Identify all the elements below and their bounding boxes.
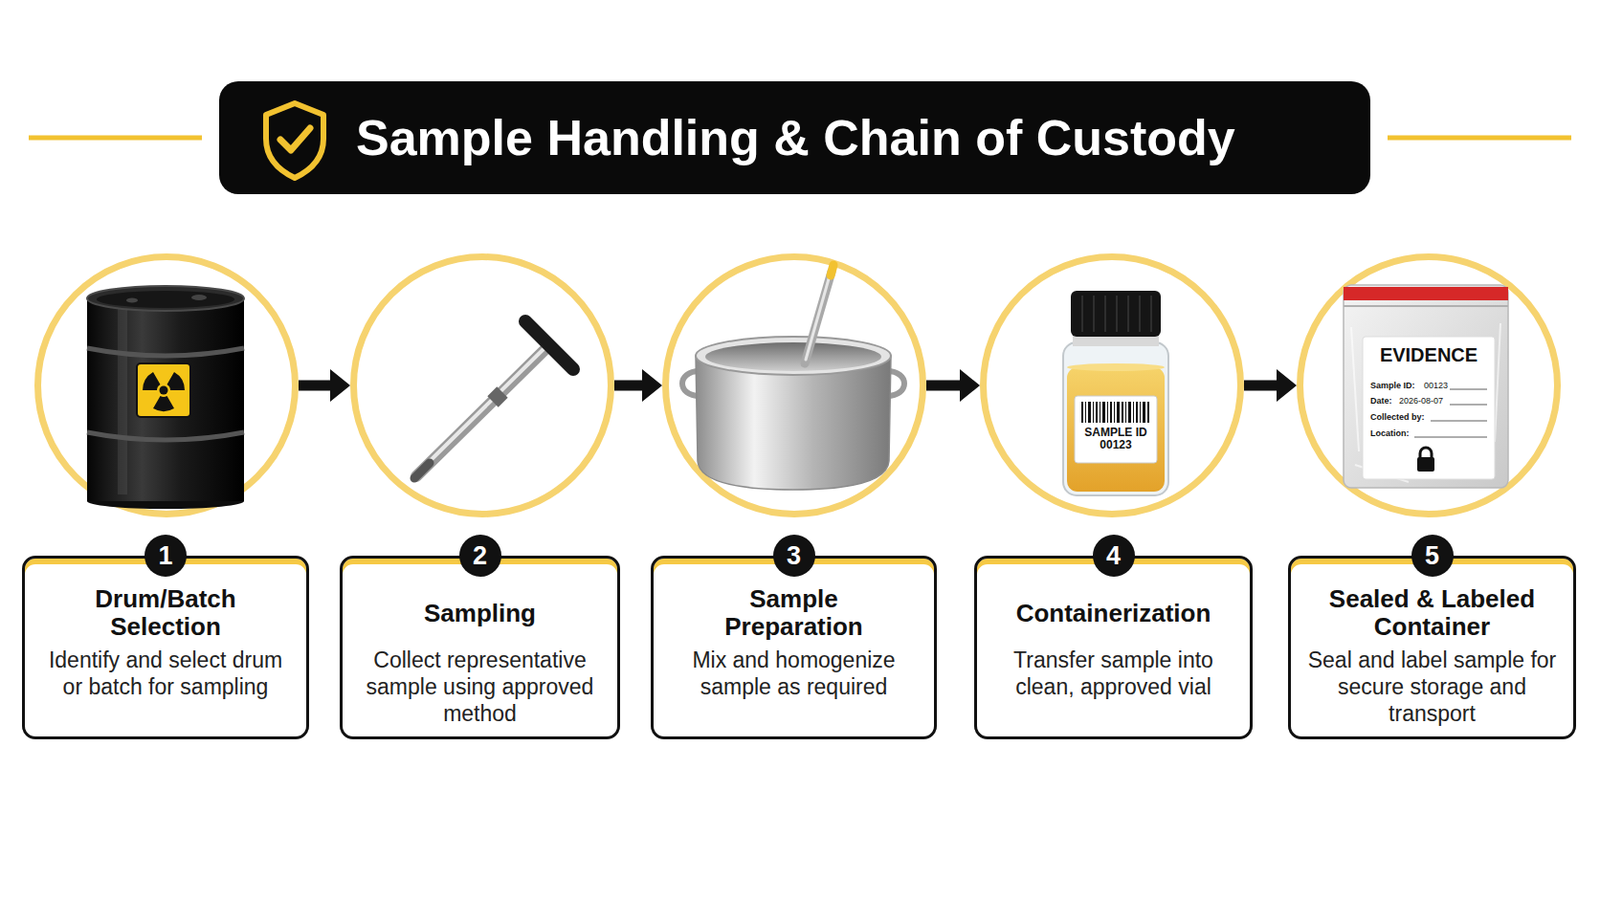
cap-ribs — [1082, 295, 1152, 333]
padlock-shackle — [1420, 447, 1432, 459]
stir-rod-tip — [830, 265, 834, 276]
evidence-bag-illustration — [1343, 285, 1509, 489]
label-text: Location: — [1370, 428, 1410, 440]
step-heading: Drum/Batch Selection — [53, 585, 278, 642]
step-box: SamplingCollect representative sample us… — [339, 555, 621, 740]
bag-zip — [1343, 305, 1509, 308]
step-illustration-circle — [350, 253, 615, 518]
vial-cap — [1070, 290, 1161, 337]
step-heading: Sealed & Labeled Container — [1319, 585, 1545, 642]
barcode — [1081, 401, 1150, 423]
padlock-body — [1417, 457, 1435, 472]
step-number: 5 — [1424, 543, 1440, 570]
description-area: Transfer sample into clean, approved via… — [977, 646, 1250, 701]
flow-arrow — [614, 369, 663, 402]
step-description: Identify and select drum or batch for sa… — [36, 646, 295, 701]
vial-label — [1074, 396, 1157, 464]
label-text: EVIDENCE — [1362, 344, 1495, 366]
heading-area: Containerization — [977, 584, 1250, 643]
label-text: Collected by: — [1370, 412, 1425, 423]
heading-area: Sealed & Labeled Container — [1290, 584, 1574, 643]
step-heading: Sampling — [423, 600, 536, 628]
description-area: Mix and homogenize sample as required — [653, 646, 934, 701]
step-description: Transfer sample into clean, approved via… — [988, 646, 1239, 701]
description-area: Identify and select drum or batch for sa… — [24, 646, 307, 701]
step-box: ContainerizationTransfer sample into cle… — [974, 555, 1253, 740]
label-text: Sample ID: — [1370, 380, 1416, 392]
title-rule-left — [28, 135, 202, 141]
evidence-card — [1362, 336, 1495, 480]
step-number-badge: 1 — [144, 534, 187, 578]
label-text: Date: — [1370, 396, 1393, 407]
pot-rim — [695, 336, 891, 376]
step-number: 4 — [1106, 543, 1121, 570]
pot-inside — [705, 342, 882, 372]
step-box: Sealed & Labeled ContainerSeal and label… — [1288, 555, 1577, 740]
description-area: Seal and label sample for secure storage… — [1290, 646, 1574, 728]
step-description: Mix and homogenize sample as required — [665, 646, 923, 701]
label-text: SAMPLE ID 00123 — [1074, 426, 1157, 452]
step-number: 2 — [472, 543, 488, 570]
liquid-surface — [1066, 363, 1165, 372]
bag-body — [1343, 285, 1509, 489]
drum-rib — [87, 348, 245, 356]
vial-liquid — [1066, 367, 1165, 492]
description-area: Collect representative sample using appr… — [342, 646, 618, 728]
label-text: 00123 — [1423, 380, 1448, 392]
step-description: Seal and label sample for secure storage… — [1302, 646, 1562, 728]
label-text: 2026-08-07 — [1399, 396, 1444, 407]
flow-arrow — [926, 369, 980, 402]
step-number-badge: 3 — [773, 534, 816, 578]
step-description: Collect representative sample using appr… — [354, 646, 606, 728]
heading-area: Drum/Batch Selection — [24, 584, 307, 643]
radiation-trefoil — [142, 372, 185, 412]
step-number-badge: 2 — [459, 534, 502, 578]
step-box: Sample PreparationMix and homogenize sam… — [650, 555, 937, 740]
radiation-center — [159, 386, 169, 396]
vial-glass — [1063, 342, 1169, 496]
shield-icon — [266, 103, 324, 178]
drum-lid — [87, 286, 245, 312]
drum-illustration — [87, 286, 245, 510]
flow-arrow — [298, 369, 351, 402]
step-number-badge: 4 — [1092, 534, 1135, 578]
diagram-title: Sample Handling & Chain of Custody — [355, 81, 1236, 195]
flow-arrow — [1244, 369, 1297, 402]
vial-illustration — [1063, 290, 1169, 496]
step-heading: Containerization — [1016, 600, 1212, 628]
step-number: 1 — [157, 543, 173, 570]
drum-highlight — [117, 303, 128, 495]
check-mark — [280, 128, 311, 151]
step-number-badge: 5 — [1411, 534, 1454, 578]
bag-seal-strip — [1343, 287, 1509, 301]
title-bar — [219, 81, 1371, 195]
drum-bung — [126, 298, 138, 304]
drum-body — [87, 298, 245, 502]
drum-lid-inner — [96, 290, 235, 309]
heading-area: Sample Preparation — [653, 584, 934, 643]
title-banner — [28, 81, 1572, 195]
step-heading: Sample Preparation — [682, 585, 906, 642]
bag-crinkle — [1351, 323, 1501, 483]
title-rule-right — [1387, 135, 1572, 141]
step-number: 3 — [786, 543, 801, 570]
hazard-placard — [136, 363, 191, 418]
sampler-collar — [492, 392, 503, 402]
drum-bung — [191, 294, 207, 301]
drum-rib — [87, 432, 245, 441]
step-box: Drum/Batch SelectionIdentify and select … — [22, 555, 310, 740]
heading-area: Sampling — [342, 584, 618, 643]
